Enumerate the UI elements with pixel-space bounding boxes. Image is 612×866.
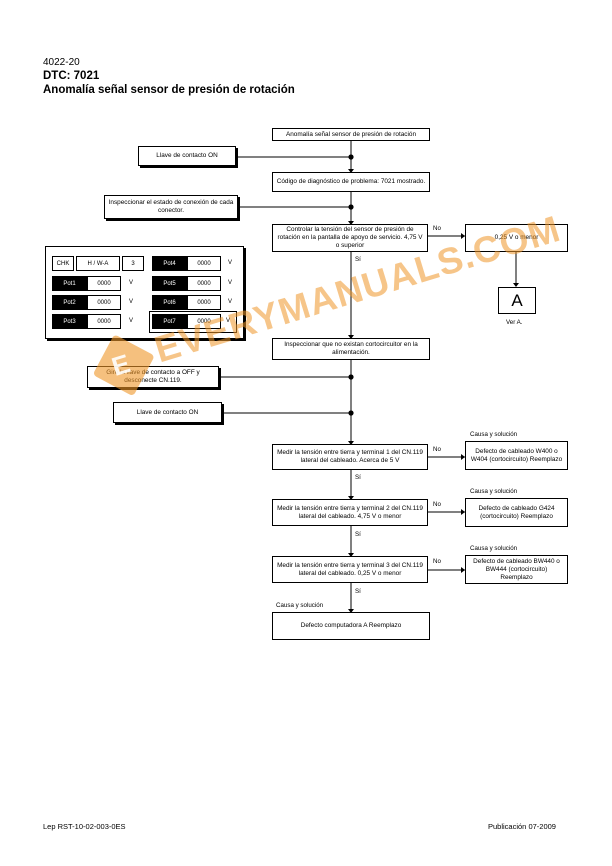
start-text: Anomalía señal sensor de presión de rota…	[285, 130, 417, 138]
branch-no-1: No	[433, 225, 441, 232]
fault-2-text: Defecto de cableado G424 (cortocircuito)…	[478, 504, 555, 520]
pot7-value: 0000	[187, 314, 221, 329]
cause-label-4: Causa y solución	[276, 602, 324, 609]
cause-label-1: Causa y solución	[470, 431, 518, 438]
key-on-box-2: Llave de contacto ON	[113, 402, 222, 423]
branch-no-3: No	[433, 501, 441, 508]
see-a-label: Ver A.	[506, 319, 523, 326]
pot5-value: 0000	[187, 276, 221, 291]
cause-label-2: Causa y solución	[470, 488, 518, 495]
pot5-unit: V	[228, 280, 233, 286]
chk-cell: CHK	[52, 256, 74, 271]
low-voltage-text: 0,25 V o menor	[494, 234, 539, 241]
fault-2-box: Defecto de cableado G424 (cortocircuito)…	[465, 498, 568, 527]
measure-3-text: Medir la tensión entre tierra y terminal…	[277, 561, 423, 577]
reference-a-box: A	[498, 287, 536, 314]
pot4-value: 0000	[187, 256, 221, 271]
branch-si-3: Sí	[355, 531, 361, 538]
pot7-unit: V	[226, 318, 231, 324]
fault-3-box: Defecto de cableado BW440 o BW444 (corto…	[465, 555, 568, 584]
branch-no-2: No	[433, 446, 441, 453]
inspect-connectors-text: Inspeccionar el estado de conexión de ca…	[108, 199, 234, 214]
branch-si-4: Sí	[355, 588, 361, 595]
pot3-value: 0000	[87, 314, 121, 329]
footer-doc-id: Lep RST-10-02-003-0ES	[43, 822, 126, 831]
section-code: 4022-20	[43, 57, 80, 68]
low-voltage-box: 0,25 V o menor	[465, 224, 568, 252]
inspect-short-box: Inspeccionar que no existan cortocircuit…	[272, 338, 430, 360]
fault-1-text: Defecto de cableado W400 o W404 (cortoci…	[470, 447, 563, 463]
pot4-unit: V	[228, 260, 233, 266]
hwa-cell: H / W-A	[76, 256, 120, 271]
pot4-label: Pot4	[152, 256, 187, 271]
fault-3-text: Defecto de cableado BW440 o BW444 (corto…	[473, 557, 560, 581]
pot2-unit: V	[129, 299, 134, 305]
key-on-text-1: Llave de contacto ON	[156, 152, 218, 159]
key-on-text-2: Llave de contacto ON	[136, 408, 199, 416]
footer-publication: Publicación 07-2009	[488, 822, 556, 831]
dtc-shown-text: Código de diagnóstico de problema: 7021 …	[276, 178, 426, 185]
pot1-value: 0000	[87, 276, 121, 291]
num-cell: 3	[122, 256, 144, 271]
fault-1-box: Defecto de cableado W400 o W404 (cortoci…	[465, 441, 568, 470]
branch-si-2: Sí	[355, 474, 361, 481]
computer-fault-text: Defecto computadora A Reemplazo	[300, 622, 402, 629]
pot2-value: 0000	[87, 295, 121, 310]
inspect-short-text: Inspeccionar que no existan cortocircuit…	[284, 341, 418, 356]
pot5-label: Pot5	[152, 276, 187, 291]
reference-a-letter: A	[511, 290, 523, 310]
branch-si-1: Sí	[355, 256, 361, 263]
start-box: Anomalía señal sensor de presión de rota…	[272, 128, 430, 141]
pot6-value: 0000	[187, 295, 221, 310]
page-title: Anomalía señal sensor de presión de rota…	[43, 84, 295, 96]
measure-1-text: Medir la tensión entre tierra y terminal…	[277, 449, 423, 464]
key-on-box-1: Llave de contacto ON	[138, 146, 236, 166]
pot7-label: Pot7	[152, 314, 187, 329]
measure-2-text: Medir la tensión entre tierra y terminal…	[277, 504, 423, 520]
measure-1-box: Medir la tensión entre tierra y terminal…	[272, 444, 428, 470]
inspect-connectors-box: Inspeccionar el estado de conexión de ca…	[104, 195, 238, 219]
pot3-label: Pot3	[52, 314, 87, 329]
computer-fault-box: Defecto computadora A Reemplazo	[272, 612, 430, 640]
dtc-shown-box: Código de diagnóstico de problema: 7021 …	[272, 172, 430, 192]
measure-3-box: Medir la tensión entre tierra y terminal…	[272, 556, 428, 583]
service-monitor-panel: CHK H / W-A 3 Pot1 0000 V Pot2 0000 V Po…	[45, 246, 244, 339]
check-voltage-box: Controlar la tensión del sensor de presi…	[272, 224, 428, 252]
measure-2-box: Medir la tensión entre tierra y terminal…	[272, 499, 428, 526]
pot7-highlight-frame	[149, 311, 237, 333]
pot1-label: Pot1	[52, 276, 87, 291]
key-off-text: Gire la llave de contacto a OFF y descon…	[106, 369, 200, 384]
pot6-unit: V	[228, 299, 233, 305]
pot1-unit: V	[129, 280, 134, 286]
dtc-number: DTC: 7021	[43, 70, 100, 82]
cause-label-3: Causa y solución	[470, 545, 518, 552]
check-voltage-text: Controlar la tensión del sensor de presi…	[277, 226, 423, 249]
pot6-label: Pot6	[152, 295, 187, 310]
pot2-label: Pot2	[52, 295, 87, 310]
pot3-unit: V	[129, 318, 134, 324]
branch-no-4: No	[433, 558, 441, 565]
